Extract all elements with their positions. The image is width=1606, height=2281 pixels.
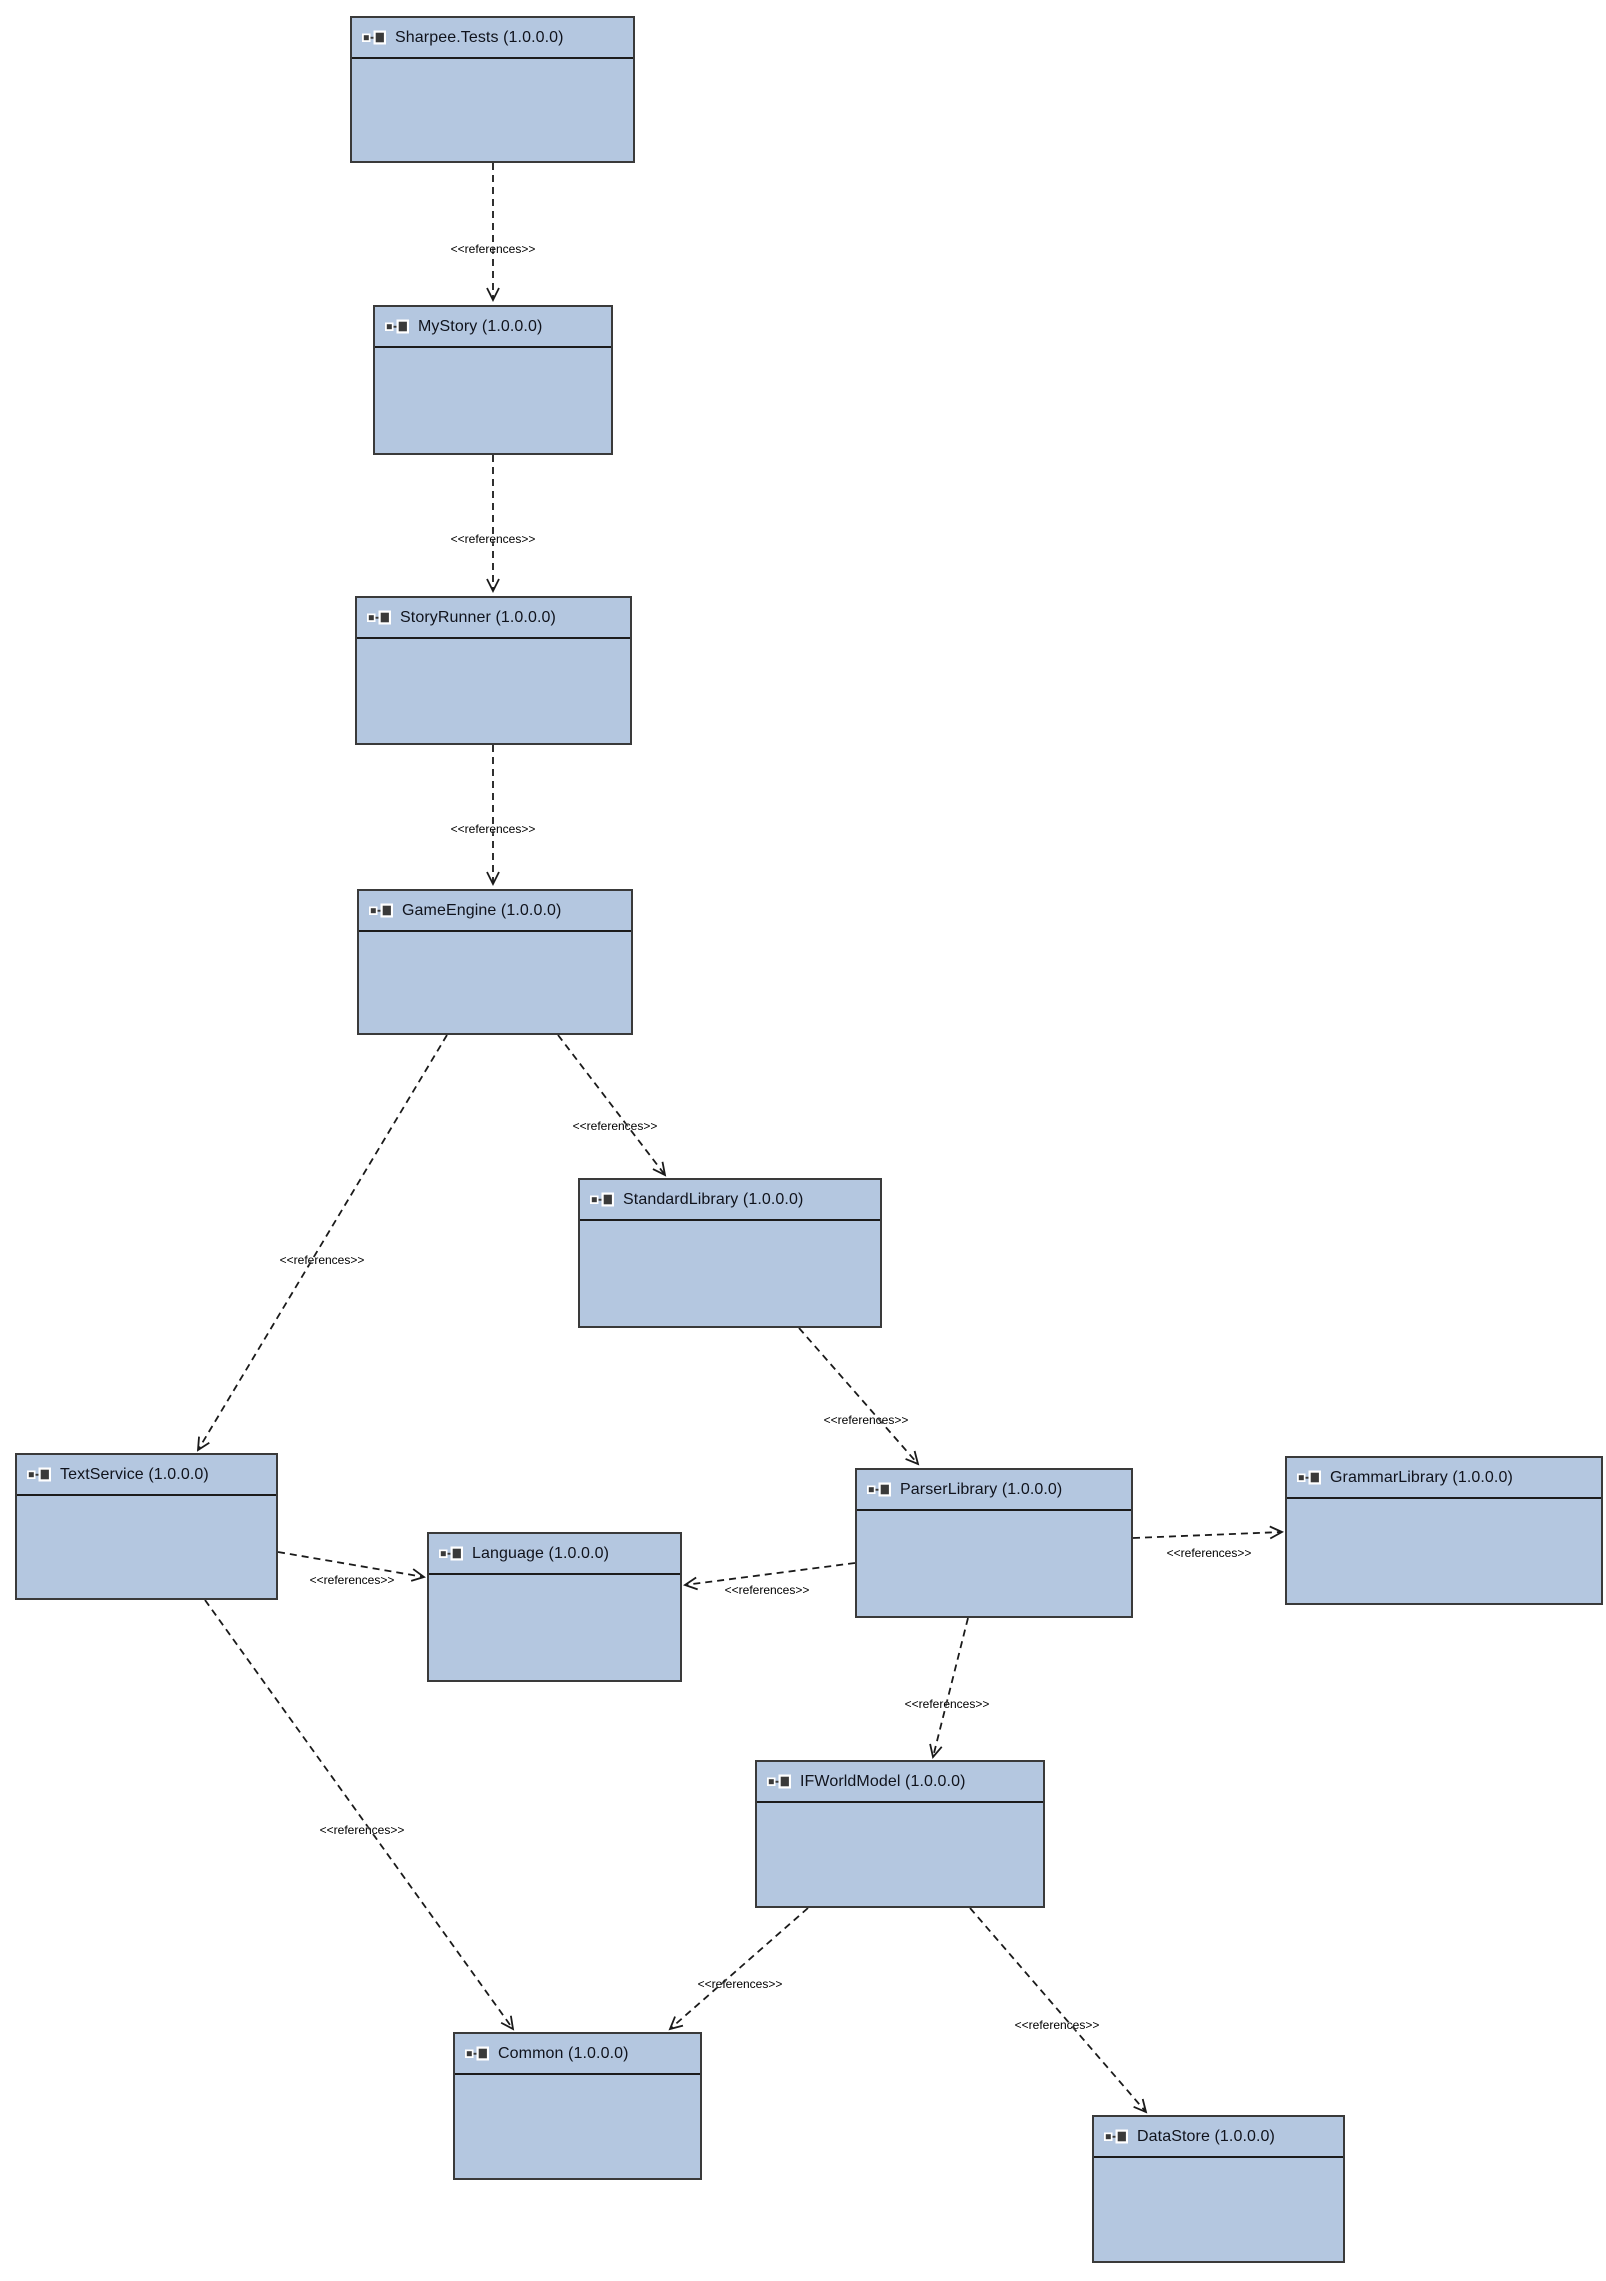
node-storyrunner[interactable]: StoryRunner (1.0.0.0) xyxy=(355,596,632,745)
edge-ifworldmodel-common[interactable] xyxy=(668,1907,809,2031)
assembly-icon xyxy=(362,30,386,45)
node-title: GrammarLibrary (1.0.0.0) xyxy=(1330,1468,1513,1486)
node-header: ParserLibrary (1.0.0.0) xyxy=(857,1470,1131,1511)
node-textservice[interactable]: TextService (1.0.0.0) xyxy=(15,1453,278,1600)
node-datastore[interactable]: DataStore (1.0.0.0) xyxy=(1092,2115,1345,2263)
node-header: IFWorldModel (1.0.0.0) xyxy=(757,1762,1043,1803)
node-title: StoryRunner (1.0.0.0) xyxy=(400,608,556,626)
node-language[interactable]: Language (1.0.0.0) xyxy=(427,1532,682,1682)
edge-label-storyrunner-gameengine: <<references>> xyxy=(450,822,536,836)
node-header: StandardLibrary (1.0.0.0) xyxy=(580,1180,880,1221)
node-title: MyStory (1.0.0.0) xyxy=(418,317,543,335)
edge-textservice-common[interactable] xyxy=(204,1599,515,2031)
edge-label-gameengine-textservice: <<references>> xyxy=(279,1253,365,1267)
node-header: Language (1.0.0.0) xyxy=(429,1534,680,1575)
edge-gameengine-textservice[interactable] xyxy=(196,1034,448,1452)
node-gameengine[interactable]: GameEngine (1.0.0.0) xyxy=(357,889,633,1035)
node-header: StoryRunner (1.0.0.0) xyxy=(357,598,630,639)
edge-label-parserlibrary-ifworldmodel: <<references>> xyxy=(904,1697,990,1711)
node-header: TextService (1.0.0.0) xyxy=(17,1455,276,1496)
assembly-icon xyxy=(369,903,393,918)
edge-ifworldmodel-datastore[interactable] xyxy=(969,1907,1148,2114)
assembly-icon xyxy=(867,1482,891,1497)
node-title: StandardLibrary (1.0.0.0) xyxy=(623,1190,804,1208)
node-title: Language (1.0.0.0) xyxy=(472,1544,610,1562)
node-header: GameEngine (1.0.0.0) xyxy=(359,891,631,932)
node-parserlibrary[interactable]: ParserLibrary (1.0.0.0) xyxy=(855,1468,1133,1618)
edge-parserlibrary-ifworldmodel[interactable] xyxy=(929,1617,969,1759)
node-grammarlibrary[interactable]: GrammarLibrary (1.0.0.0) xyxy=(1285,1456,1603,1605)
edge-label-textservice-common: <<references>> xyxy=(319,1823,405,1837)
node-title: GameEngine (1.0.0.0) xyxy=(402,901,562,919)
assembly-icon xyxy=(367,610,391,625)
edge-label-ifworldmodel-common: <<references>> xyxy=(697,1977,783,1991)
assembly-icon xyxy=(767,1774,791,1789)
edge-label-gameengine-standardlibrary: <<references>> xyxy=(572,1119,658,1133)
node-title: ParserLibrary (1.0.0.0) xyxy=(900,1480,1063,1498)
assembly-icon xyxy=(385,319,409,334)
edge-label-parserlibrary-language: <<references>> xyxy=(724,1583,810,1597)
edge-label-textservice-language: <<references>> xyxy=(309,1573,395,1587)
node-common[interactable]: Common (1.0.0.0) xyxy=(453,2032,702,2180)
node-title: Common (1.0.0.0) xyxy=(498,2044,629,2062)
node-header: Common (1.0.0.0) xyxy=(455,2034,700,2075)
assembly-icon xyxy=(27,1467,51,1482)
edge-gameengine-standardlibrary[interactable] xyxy=(557,1034,667,1177)
node-header: GrammarLibrary (1.0.0.0) xyxy=(1287,1458,1601,1499)
node-title: DataStore (1.0.0.0) xyxy=(1137,2127,1275,2145)
edge-parserlibrary-language[interactable] xyxy=(683,1562,856,1591)
edge-textservice-language[interactable] xyxy=(277,1551,426,1582)
edge-parserlibrary-grammarlibrary[interactable] xyxy=(1132,1525,1285,1540)
node-mystory[interactable]: MyStory (1.0.0.0) xyxy=(373,305,613,455)
node-title: Sharpee.Tests (1.0.0.0) xyxy=(395,28,564,46)
node-sharpee-tests[interactable]: Sharpee.Tests (1.0.0.0) xyxy=(350,16,635,163)
assembly-icon xyxy=(1104,2129,1128,2144)
node-header: DataStore (1.0.0.0) xyxy=(1094,2117,1343,2158)
edge-label-parserlibrary-grammarlibrary: <<references>> xyxy=(1166,1546,1252,1560)
node-title: IFWorldModel (1.0.0.0) xyxy=(800,1772,966,1790)
edge-label-ifworldmodel-datastore: <<references>> xyxy=(1014,2018,1100,2032)
node-title: TextService (1.0.0.0) xyxy=(60,1465,209,1483)
node-standardlibrary[interactable]: StandardLibrary (1.0.0.0) xyxy=(578,1178,882,1328)
edge-label-standardlibrary-parserlibrary: <<references>> xyxy=(823,1413,909,1427)
node-ifworldmodel[interactable]: IFWorldModel (1.0.0.0) xyxy=(755,1760,1045,1908)
edge-standardlibrary-parserlibrary[interactable] xyxy=(798,1327,920,1466)
assembly-icon xyxy=(590,1192,614,1207)
node-header: MyStory (1.0.0.0) xyxy=(375,307,611,348)
assembly-icon xyxy=(465,2046,489,2061)
edge-label-sharpee-tests-mystory: <<references>> xyxy=(450,242,536,256)
assembly-icon xyxy=(1297,1470,1321,1485)
edge-label-mystory-storyrunner: <<references>> xyxy=(450,532,536,546)
node-header: Sharpee.Tests (1.0.0.0) xyxy=(352,18,633,59)
assembly-icon xyxy=(439,1546,463,1561)
